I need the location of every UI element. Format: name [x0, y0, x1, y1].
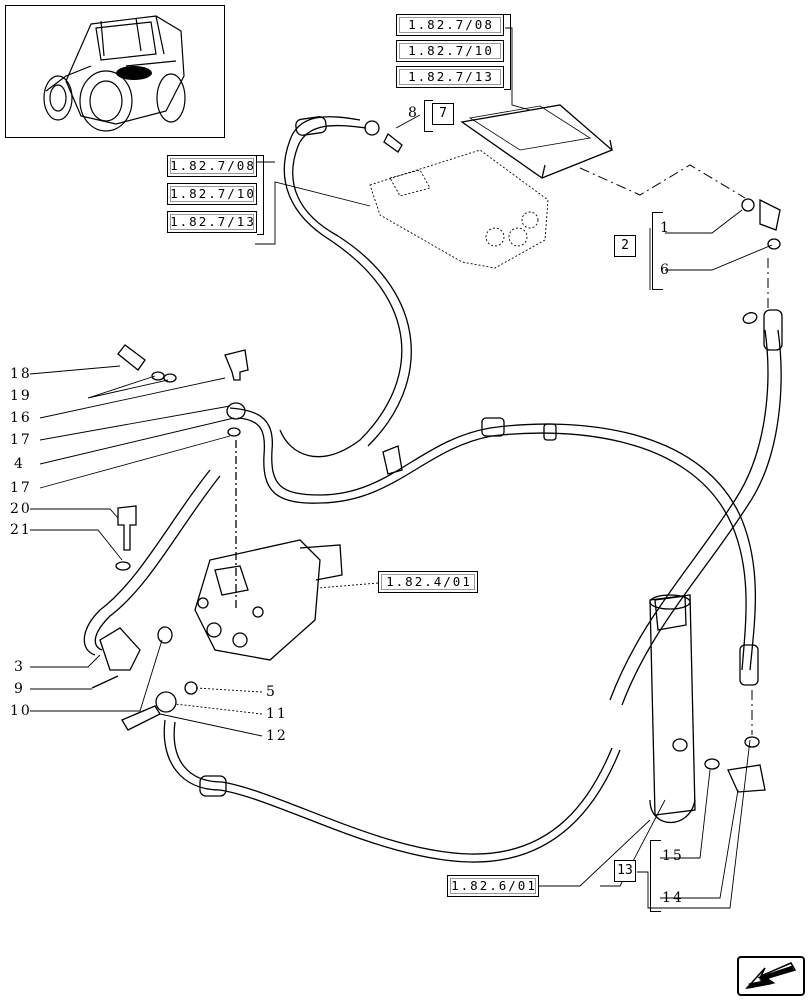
ref-left-2[interactable]: 1.82.7/10: [167, 183, 257, 205]
callout-17b: 17: [10, 480, 32, 496]
ref-valve[interactable]: 1.82.4/01: [378, 571, 478, 593]
tractor-thumbnail-icon: [43, 15, 186, 132]
callout-box-13: 13: [614, 860, 636, 882]
callout-15: 15: [662, 848, 684, 864]
callout-6: 6: [660, 262, 671, 278]
tractor-thumbnail: [5, 5, 225, 138]
callout-8: 8: [408, 105, 419, 121]
callout-19: 19: [10, 388, 32, 404]
next-page-button[interactable]: [737, 956, 805, 996]
callout-1: 1: [660, 220, 671, 236]
ref-top-2[interactable]: 1.82.7/10: [396, 40, 504, 62]
callout-5: 5: [266, 684, 277, 700]
callout-14: 14: [662, 890, 684, 906]
ref-left-1[interactable]: 1.82.7/08: [167, 155, 257, 177]
callout-3: 3: [14, 659, 25, 675]
callout-16: 16: [10, 410, 32, 426]
callout-9: 9: [14, 681, 25, 697]
bracket-2: [652, 212, 663, 290]
bracket-8: [424, 100, 433, 132]
callout-21: 21: [10, 522, 32, 538]
ref-top-3[interactable]: 1.82.7/13: [396, 66, 504, 88]
callout-17a: 17: [10, 432, 32, 448]
ref-cylinder[interactable]: 1.82.6/01: [447, 875, 539, 897]
ref-top-1[interactable]: 1.82.7/08: [396, 14, 504, 36]
callout-12: 12: [266, 728, 288, 744]
bracket-left-refs: [257, 155, 264, 235]
next-page-arrow-icon: [744, 962, 797, 990]
callout-10: 10: [10, 703, 32, 719]
callout-18: 18: [10, 366, 32, 382]
callout-20: 20: [10, 501, 32, 517]
callout-box-2: 2: [614, 235, 636, 257]
bracket-top-refs: [504, 14, 511, 90]
bracket-13: [650, 840, 661, 912]
callout-11: 11: [266, 706, 288, 722]
callout-box-7: 7: [432, 103, 454, 125]
ref-left-3[interactable]: 1.82.7/13: [167, 211, 257, 233]
callout-4: 4: [14, 456, 25, 472]
